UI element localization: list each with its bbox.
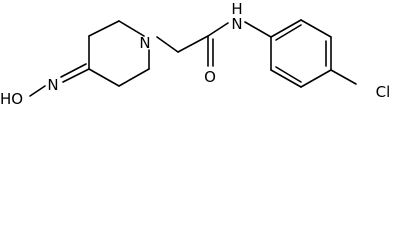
oxime-n-o-bond: [29, 85, 46, 97]
oxime-double-bond-b: [60, 63, 87, 78]
benzene-ring: [270, 19, 357, 88]
benzene-bond-2: [300, 19, 332, 38]
oxime-n-label: N: [47, 76, 58, 94]
ring-bond-c5-c6: [118, 68, 150, 87]
oxime-double-bond-a: [62, 68, 90, 83]
benzene-bond-4: [300, 69, 332, 88]
benzene-inner-bond-a: [275, 24, 302, 41]
bond-carbonyl-nh: [207, 22, 229, 37]
bond-n-ch2: [156, 36, 179, 53]
amide-n-label: N: [231, 15, 242, 33]
bond-nh-aryl: [244, 21, 272, 38]
benzene-bond-1: [270, 19, 302, 38]
carbonyl-o-label: O: [204, 68, 216, 86]
piperidine-ring: [88, 20, 150, 87]
oxime-ho-label: HO: [0, 90, 23, 107]
benzene-inner-bond-c: [275, 66, 302, 83]
ring-bond-n-c2: [118, 20, 145, 37]
benzene-bond-5: [270, 69, 302, 88]
chlorine-label: Cl: [376, 83, 391, 101]
bond-aryl-cl: [330, 69, 357, 85]
bond-ch2-carbonyl: [177, 35, 209, 53]
acetamide-chain: [156, 21, 272, 67]
amide-h-label: H: [231, 0, 242, 18]
piperidine-n-label: N: [139, 34, 150, 52]
ring-bond-c4-c5: [88, 68, 120, 87]
ring-bond-c2-c3: [88, 20, 120, 37]
molecule-svg: N N HO O H N Cl: [0, 0, 391, 107]
molecule-diagram: N N HO O H N Cl: [0, 0, 409, 107]
oxime-group: [29, 63, 90, 97]
